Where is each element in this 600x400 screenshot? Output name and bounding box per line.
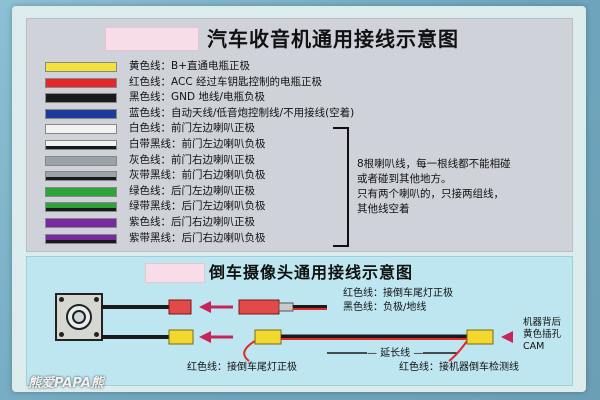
wire-row: 黄色线：B+直通电瓶正极 [27, 59, 357, 74]
wire-row: 黑色线：GND 地线/电瓶负极 [27, 90, 357, 105]
wire-color-swatch [45, 124, 117, 135]
upper-black-wire-label: 黑色线：负极/地线 [343, 302, 427, 313]
red-branch-wire-left [243, 340, 256, 362]
radio-wiring-panel: 汽车收音机通用接线示意图 黄色线：B+直通电瓶正极红色线：ACC 经过车钥匙控制… [26, 18, 573, 252]
wire-label: 紫色线：后门右边喇叭正极 [129, 216, 255, 228]
wire-row: 紫色线：后门右边喇叭正极 [27, 215, 357, 230]
wire-label: 蓝色线：自动天线/低音炮控制线/不用接线(空着) [129, 106, 355, 119]
wire-color-swatch [45, 233, 117, 244]
speaker-wire-bracket [333, 127, 349, 247]
wire-color-swatch [45, 93, 117, 104]
wire-row: 绿带黑线：后门左边喇叭负极 [27, 199, 357, 214]
wire-row: 灰带黑线：前门右边喇叭负极 [27, 168, 357, 183]
camera-wiring-diagram [101, 299, 513, 362]
wiring-sheet: 汽车收音机通用接线示意图 黄色线：B+直通电瓶正极红色线：ACC 经过车钥匙控制… [12, 6, 586, 392]
wire-label: 黑色线：GND 地线/电瓶负极 [129, 91, 265, 104]
wire-color-swatch [45, 108, 117, 119]
wire-label: 灰色线：前门右边喇叭正极 [129, 153, 255, 166]
yellow-plug-camera [168, 329, 194, 345]
wire-color-swatch [45, 62, 117, 72]
wire-row: 白带黑线：前门左边喇叭负极 [27, 137, 357, 152]
arrow-icon [199, 301, 211, 313]
red-branch-wire-right [448, 340, 468, 362]
camera-lens-icon [66, 304, 92, 330]
device-label-line: 黄色插孔 [523, 329, 562, 340]
yellow-plug-extension-left [254, 329, 282, 345]
radio-wiring-title: 汽车收音机通用接线示意图 [207, 27, 459, 51]
blank-label-box [145, 263, 205, 283]
arrow-icon [501, 331, 513, 343]
wire-row: 红色线：ACC 经过车钥匙控制的电瓶正极 [27, 75, 357, 90]
device-label-line: CAM [523, 341, 545, 352]
wire-color-swatch [45, 140, 117, 150]
wire-color-swatch [45, 77, 117, 88]
wire-color-swatch [45, 186, 117, 197]
watermark: 熊爱PAPA熊 [28, 376, 104, 391]
wire-row: 绿色线：后门左边喇叭正极 [27, 184, 357, 199]
wire-label: 紫带黑线：后门右边喇叭负极 [129, 231, 266, 244]
blank-label-box [105, 27, 199, 51]
speaker-note-line: 只有两个喇叭的，只接两组线， [357, 188, 504, 200]
speaker-note: 8根喇叭线，每一根线都不能相碰 或者碰到其他地方。 只有两个喇叭的，只接两组线，… [357, 157, 572, 217]
device-label-line: 机器背后 [523, 317, 562, 328]
wire-label: 白色线：前门左边喇叭正极 [129, 122, 255, 135]
backup-camera-icon [55, 293, 103, 341]
arrow-icon [199, 331, 211, 343]
wire-label: 红色线：ACC 经过车钥匙控制的电瓶正极 [129, 75, 322, 88]
extension-cable-label: — 延长线 — [367, 348, 424, 359]
lower-right-red-wire-label: 红色线：接机器倒车检测线 [399, 362, 519, 373]
speaker-note-line: 其他线空着 [357, 203, 410, 215]
camera-wiring-panel: 倒车摄像头通用接线示意图 [26, 256, 573, 386]
camera-wiring-title: 倒车摄像头通用接线示意图 [209, 263, 414, 282]
wire-row: 灰色线：前门右边喇叭正极 [27, 153, 357, 168]
wire-label: 灰带黑线：前门右边喇叭负极 [129, 169, 266, 182]
wire-color-swatch [45, 155, 117, 166]
wire-color-swatch [45, 218, 117, 228]
wire-label: 白带黑线：前门左边喇叭负极 [129, 138, 266, 150]
wire-label: 黄色线：B+直通电瓶正极 [129, 60, 251, 72]
wire-row: 紫带黑线：后门右边喇叭负极 [27, 231, 357, 246]
wire-color-swatch [45, 171, 117, 182]
red-socket-plug [238, 299, 280, 315]
yellow-plug-extension-right [466, 329, 494, 345]
speaker-note-line: 或者碰到其他地方。 [357, 173, 452, 185]
wire-row: 白色线：前门左边喇叭正极 [27, 121, 357, 136]
red-plug-camera [168, 299, 192, 315]
wire-label: 绿带黑线：后门左边喇叭负极 [129, 200, 266, 213]
upper-red-wire-label: 红色线：接倒车尾灯正极 [343, 288, 453, 299]
wire-row: 蓝色线：自动天线/低音炮控制线/不用接线(空着) [27, 106, 357, 121]
speaker-note-line: 8根喇叭线，每一根线都不能相碰 [357, 158, 511, 170]
lower-left-red-wire-label: 红色线：接倒车尾灯正极 [187, 362, 297, 373]
device-input-label: 机器背后 黄色插孔 CAM [523, 317, 561, 353]
wire-label: 绿色线：后门左边喇叭正极 [129, 184, 255, 197]
wire-color-swatch [45, 202, 117, 213]
